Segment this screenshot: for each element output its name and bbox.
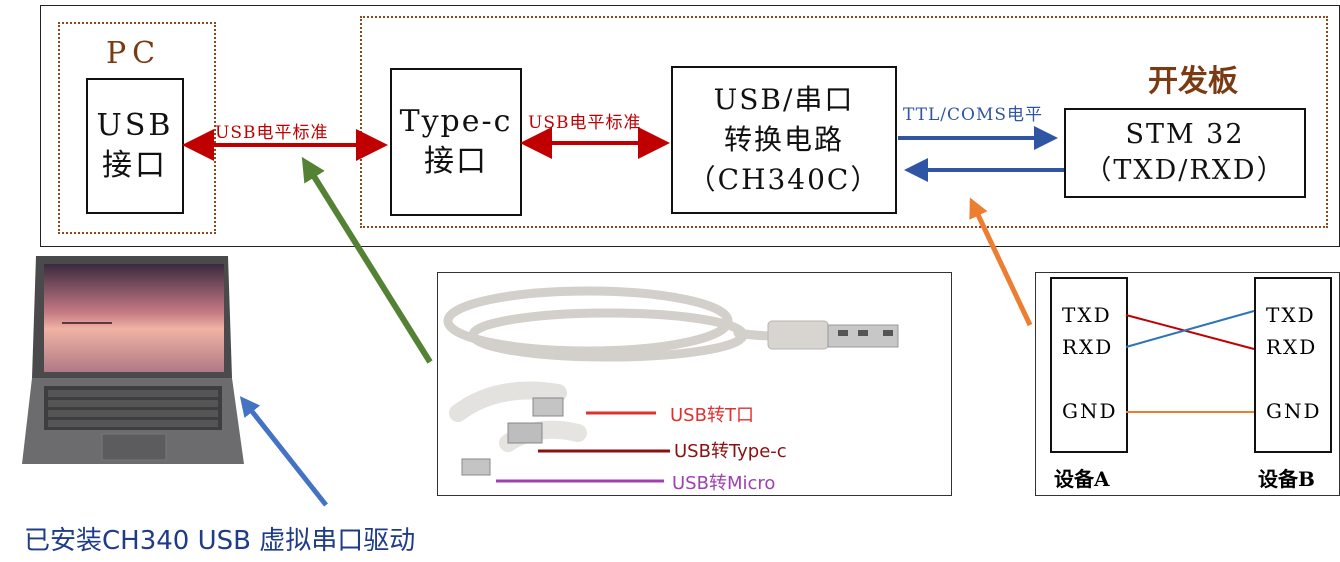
device-a-name: 设备A bbox=[1054, 467, 1110, 491]
usb-port-line1: USB bbox=[96, 108, 174, 143]
wire-rxd-a-to-txd-b bbox=[1125, 310, 1255, 348]
typec-port-line1: Type-c bbox=[399, 104, 513, 139]
usb-port-box: USB 接口 bbox=[86, 78, 184, 214]
legend-usb-t: USB转T口 bbox=[670, 405, 754, 426]
laptop-image bbox=[22, 256, 244, 464]
converter-line2: 转换电路 bbox=[723, 123, 844, 156]
typec-port-line2: 接口 bbox=[424, 144, 488, 179]
mcu-line2: （TXD/RXD） bbox=[1084, 155, 1286, 186]
mcu-line1: STM 32 bbox=[1125, 119, 1245, 150]
blue-pointer-arrow bbox=[239, 396, 328, 507]
device-b-pin-gnd: GND bbox=[1266, 399, 1322, 423]
legend-usb-micro: USB转Micro bbox=[672, 473, 776, 494]
device-a-box bbox=[1050, 277, 1128, 453]
link-label-converter-mcu: TTL/COMS电平 bbox=[903, 105, 1044, 125]
board-group-label: 开发板 bbox=[1148, 64, 1238, 99]
usb-port-line2: 接口 bbox=[102, 148, 168, 183]
device-b-pin-txd: TXD bbox=[1266, 303, 1316, 327]
device-b-name: 设备B bbox=[1258, 467, 1315, 491]
pc-group-label: PC bbox=[106, 36, 162, 71]
converter-line1: USB/串口 bbox=[713, 83, 855, 116]
typec-port-box: Type-c 接口 bbox=[390, 68, 522, 216]
green-pointer-arrow bbox=[301, 156, 433, 364]
driver-caption: 已安装CH340 USB 虚拟串口驱动 bbox=[24, 526, 416, 556]
converter-box: USB/串口 转换电路 （CH340C） bbox=[671, 66, 897, 214]
device-a-pin-txd: TXD bbox=[1062, 303, 1112, 327]
usb-cable-image bbox=[443, 286, 899, 483]
wire-txd-a-to-rxd-b bbox=[1125, 314, 1255, 350]
converter-line3: （CH340C） bbox=[687, 163, 881, 196]
cable-photo-panel: USB转T口 USB转Type-c USB转Micro bbox=[437, 272, 952, 496]
wiring-panel: TXD RXD GND TXD RXD GND 设备A 设备B bbox=[1035, 272, 1340, 496]
mcu-box: STM 32 （TXD/RXD） bbox=[1064, 108, 1306, 198]
wiring-lines bbox=[1125, 310, 1255, 413]
pc-group bbox=[58, 22, 216, 234]
board-group bbox=[360, 16, 1328, 228]
device-b-box bbox=[1254, 277, 1332, 453]
device-a-pin-gnd: GND bbox=[1062, 399, 1118, 423]
device-a-pin-rxd: RXD bbox=[1062, 335, 1114, 359]
legend-usb-typec: USB转Type-c bbox=[674, 441, 787, 462]
orange-pointer-arrow bbox=[969, 197, 1033, 327]
device-b-pin-rxd: RXD bbox=[1266, 335, 1318, 359]
